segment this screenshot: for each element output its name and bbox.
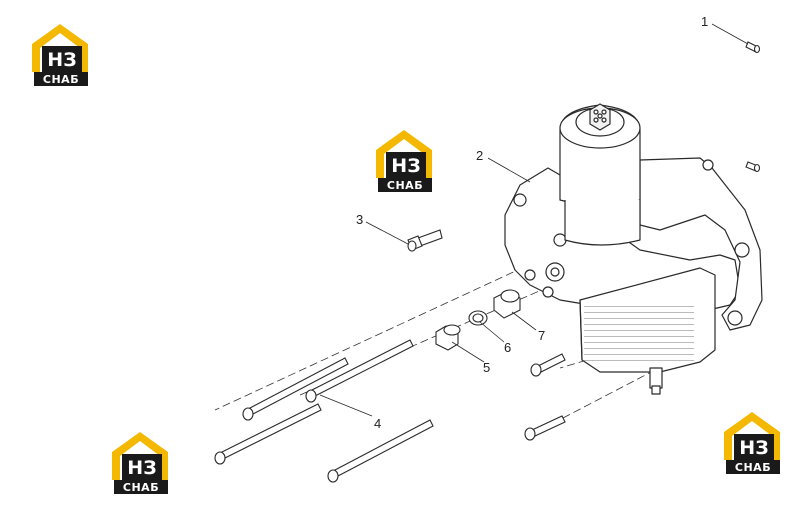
plug-part-5 [435, 324, 461, 351]
callout-6: 6 [504, 340, 511, 355]
leader-lines [319, 23, 749, 417]
logo-mark: НЗ [47, 49, 76, 71]
pin-small-right [745, 161, 761, 173]
logo-mark: НЗ [127, 457, 156, 479]
logo-bottom-left: НЗ СНАБ [112, 432, 168, 494]
pin-part-1 [745, 41, 761, 54]
callout-5: 5 [483, 360, 490, 375]
logo-sub: СНАБ [43, 73, 79, 86]
logo-top-left: НЗ СНАБ [32, 24, 88, 86]
callout-4: 4 [374, 416, 381, 431]
logo-sub: СНАБ [387, 179, 423, 192]
bolt-part-3 [407, 229, 443, 252]
logo-center: НЗ СНАБ [376, 130, 432, 192]
logo-mark: НЗ [739, 437, 768, 459]
callout-numbers: 1 2 3 4 5 6 7 [356, 14, 708, 431]
logo-bottom-right: НЗ СНАБ [724, 412, 780, 474]
logo-mark: НЗ [391, 155, 420, 177]
logo-sub: СНАБ [735, 461, 771, 474]
fitting-part-7 [493, 289, 521, 319]
callout-3: 3 [356, 212, 363, 227]
long-bolts-part-4 [214, 339, 434, 483]
logo-sub: СНАБ [123, 481, 159, 494]
oil-filter-housing [504, 103, 763, 395]
callout-1: 1 [701, 14, 708, 29]
short-bolts [524, 353, 566, 441]
washer-part-6 [468, 310, 488, 326]
callout-2: 2 [476, 148, 483, 163]
callout-7: 7 [538, 328, 545, 343]
